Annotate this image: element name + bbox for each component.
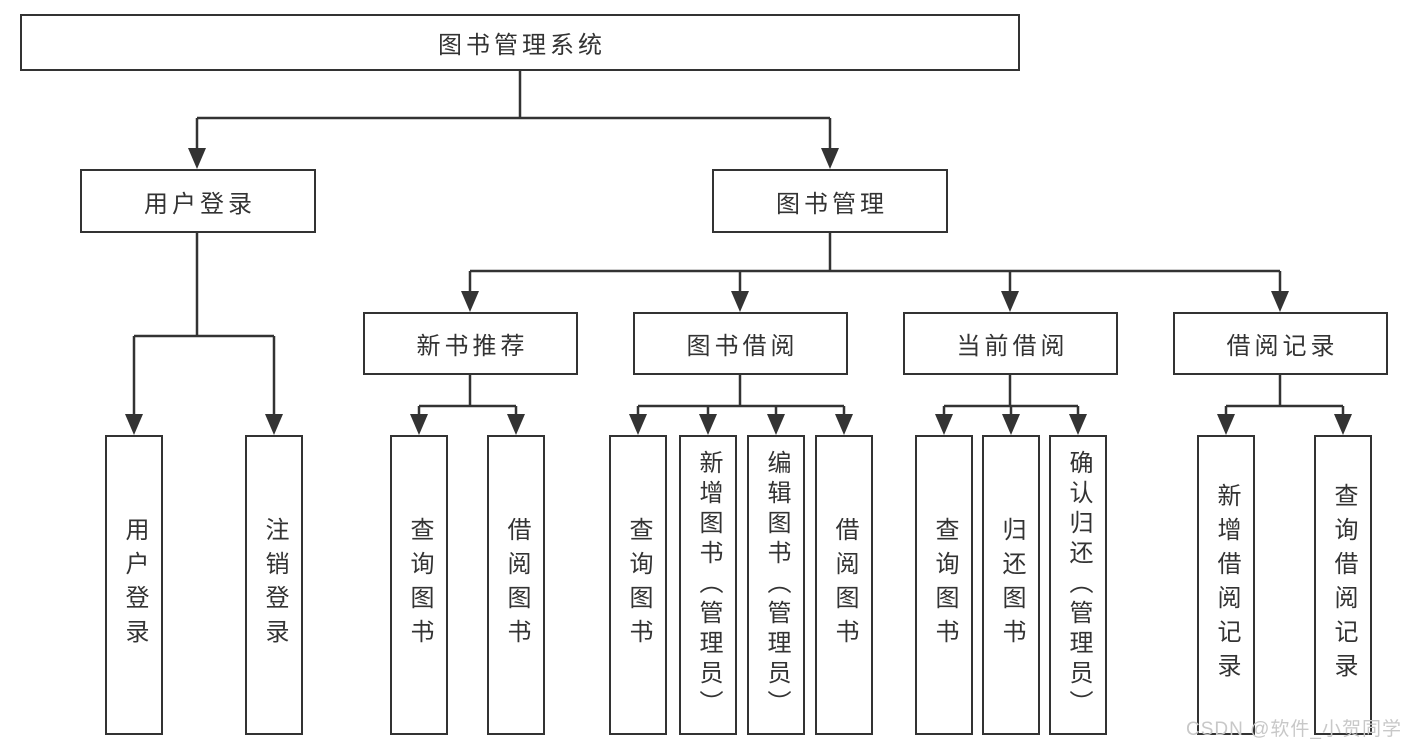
- leaf-user-login: 用户登录: [105, 435, 163, 735]
- leaf-label: 确认归还（管理员）: [1065, 450, 1092, 720]
- node-label: 图书管理系统: [438, 32, 606, 59]
- node-label: 图书管理: [776, 190, 888, 218]
- csdn-watermark: CSDN @软件_小贺同学: [1186, 719, 1402, 740]
- leaf-label: 查询图书: [406, 517, 433, 653]
- leaf-label: 借阅图书: [503, 517, 530, 653]
- node-label: 当前借阅: [956, 333, 1069, 360]
- node-current-borrowing: 当前借阅: [903, 312, 1118, 375]
- node-user-login-branch: 用户登录: [80, 169, 316, 233]
- leaf-label: 编辑图书（管理员）: [763, 450, 790, 720]
- node-new-book-recommendation: 新书推荐: [363, 312, 578, 375]
- node-label: 图书借阅: [686, 333, 799, 360]
- leaf-return-books: 归还图书: [982, 435, 1040, 735]
- leaf-confirm-return-admin: 确认归还（管理员）: [1049, 435, 1107, 735]
- leaf-query-books-recommend: 查询图书: [390, 435, 448, 735]
- leaf-query-books-borrowing: 查询图书: [609, 435, 667, 735]
- node-library-management-system: 图书管理系统: [20, 14, 1020, 71]
- leaf-label: 注销登录: [261, 517, 288, 653]
- leaf-edit-books-admin: 编辑图书（管理员）: [747, 435, 805, 735]
- leaf-label: 查询借阅记录: [1330, 483, 1357, 687]
- node-borrowing-records: 借阅记录: [1173, 312, 1388, 375]
- node-label: 借阅记录: [1226, 333, 1339, 360]
- tree-edges: [132, 71, 1345, 416]
- leaf-label: 新增图书（管理员）: [695, 450, 722, 720]
- leaf-query-books-current: 查询图书: [915, 435, 973, 735]
- leaf-label: 归还图书: [998, 517, 1025, 653]
- node-book-management-branch: 图书管理: [712, 169, 948, 233]
- leaf-label: 查询图书: [625, 517, 652, 653]
- leaf-borrow-books: 借阅图书: [815, 435, 873, 735]
- leaf-add-books-admin: 新增图书（管理员）: [679, 435, 737, 735]
- leaf-logout: 注销登录: [245, 435, 303, 735]
- leaf-label: 用户登录: [121, 517, 148, 653]
- leaf-label: 查询图书: [931, 517, 958, 653]
- node-label: 用户登录: [144, 190, 256, 218]
- leaf-borrow-books-recommend: 借阅图书: [487, 435, 545, 735]
- node-label: 新书推荐: [416, 333, 529, 360]
- leaf-add-borrow-record: 新增借阅记录: [1197, 435, 1255, 735]
- arrowheads: [125, 148, 1352, 435]
- node-book-borrowing: 图书借阅: [633, 312, 848, 375]
- leaf-label: 借阅图书: [831, 517, 858, 653]
- leaf-query-borrow-record: 查询借阅记录: [1314, 435, 1372, 735]
- leaf-label: 新增借阅记录: [1213, 483, 1240, 687]
